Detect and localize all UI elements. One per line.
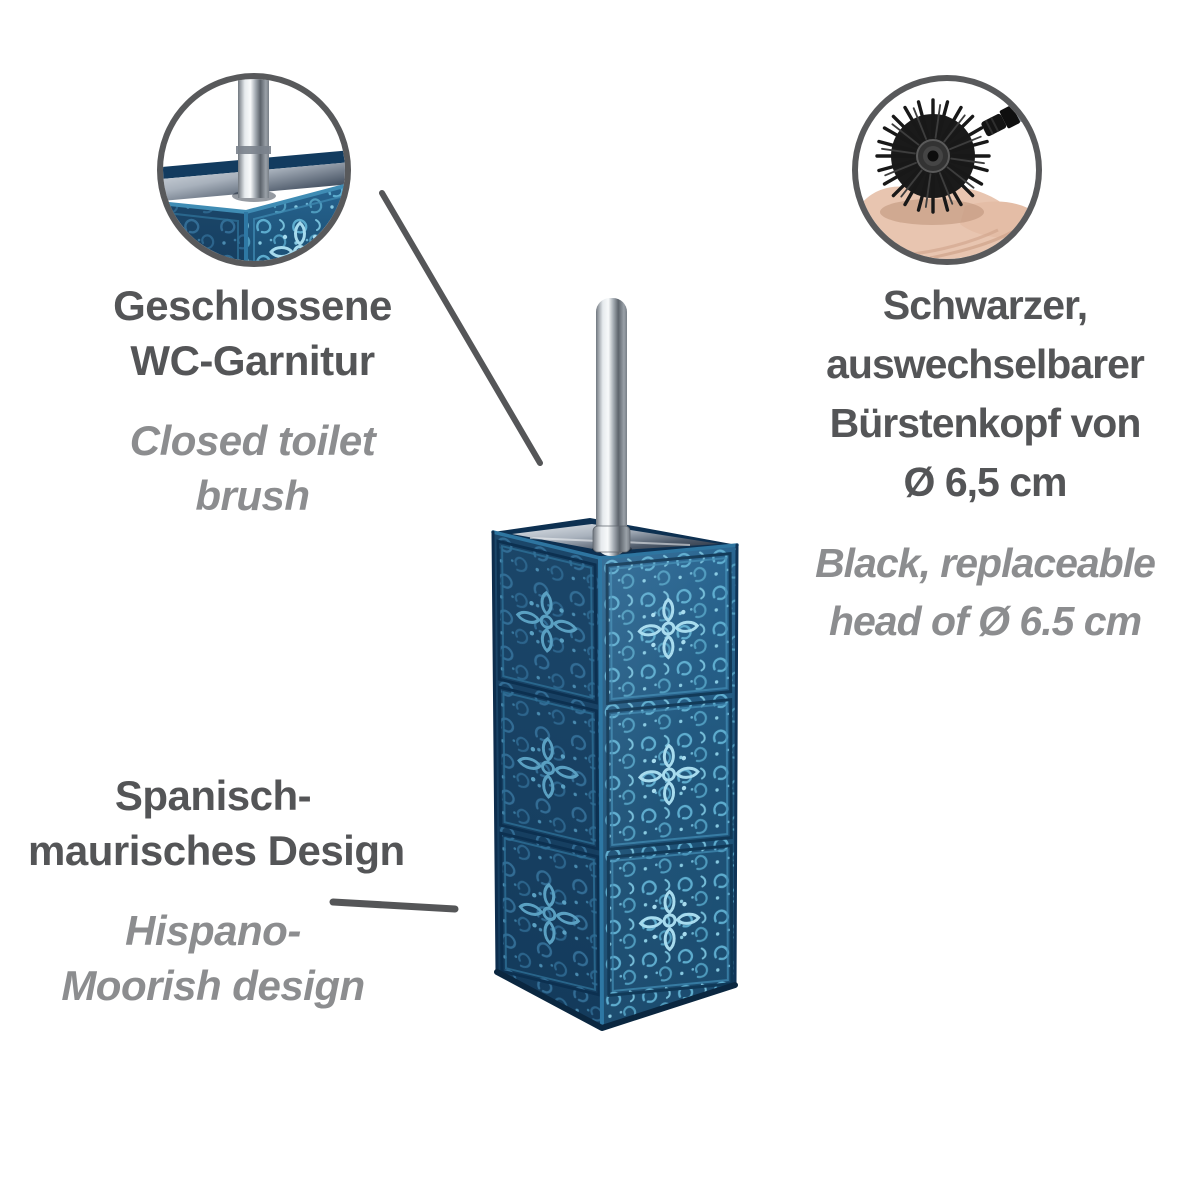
annotation-closed-brush-de: Geschlossene WC-Garnitur xyxy=(40,278,465,388)
toilet-brush-holder-closeup-icon xyxy=(163,79,345,261)
closeup-holder-inset xyxy=(157,73,351,267)
annotation-line: Spanisch- xyxy=(114,772,312,819)
annotation-line: Geschlossene xyxy=(113,282,392,329)
annotation-brush-head-de: Schwarzer, auswechselbarer Bürstenkopf v… xyxy=(800,276,1170,512)
annotation-design-en: Hispano- Moorish design xyxy=(28,903,398,1013)
annotation-design: Spanisch- maurisches Design Hispano- Moo… xyxy=(28,768,405,1013)
callout-line-design xyxy=(329,898,459,913)
holder-front-face xyxy=(600,545,737,1028)
annotation-closed-brush-en: Closed toilet brush xyxy=(40,413,465,523)
annotation-line: Hispano- xyxy=(125,907,301,954)
annotation-brush-head: Schwarzer, auswechselbarer Bürstenkopf v… xyxy=(800,276,1170,650)
holder-left-face xyxy=(493,532,602,1028)
annotation-line: Black, replaceable xyxy=(815,540,1156,586)
product-photo xyxy=(491,298,739,1031)
annotation-line: head of Ø 6.5 cm xyxy=(828,598,1142,644)
brush-handle xyxy=(592,298,631,556)
annotation-line: Ø 6,5 cm xyxy=(903,459,1068,505)
annotation-line: Bürstenkopf von xyxy=(829,400,1142,446)
annotation-brush-head-en: Black, replaceable head of Ø 6.5 cm xyxy=(800,534,1170,650)
annotation-design-de: Spanisch- maurisches Design xyxy=(28,768,405,878)
annotation-line: brush xyxy=(195,472,310,519)
annotation-line: Moorish design xyxy=(61,962,365,1009)
annotation-line: auswechselbarer xyxy=(826,341,1145,387)
brush-head-inset xyxy=(852,75,1042,265)
annotation-line: maurisches Design xyxy=(28,827,405,874)
brush-head-circle-border xyxy=(852,75,1042,265)
annotation-closed-brush: Geschlossene WC-Garnitur Closed toilet b… xyxy=(40,278,465,523)
callout-lines xyxy=(329,190,543,913)
annotation-line: Closed toilet xyxy=(129,417,376,464)
callout-line-closed-brush xyxy=(379,190,543,466)
brush-head xyxy=(858,81,1009,232)
closeup-circle-border xyxy=(157,73,351,267)
holder-edges xyxy=(491,530,739,1031)
annotation-line: WC-Garnitur xyxy=(130,337,375,384)
annotation-line: Schwarzer, xyxy=(882,282,1088,328)
